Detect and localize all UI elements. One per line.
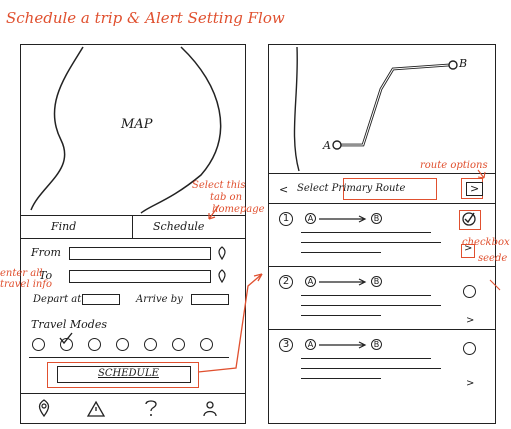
right-phone-screen: A B < Select Primary Route > 1 A B > 2 A…	[268, 44, 496, 424]
route-3-to: B	[371, 339, 382, 350]
tabs-separator	[132, 216, 133, 238]
alert-triangle-icon[interactable]	[86, 400, 106, 417]
route-1-index: 1	[279, 212, 293, 226]
enter-info-note-line1: enter all	[0, 268, 43, 279]
tabs-bottom-divider	[21, 238, 245, 239]
checkbox-note: checkbox	[462, 237, 510, 248]
see-details-arrow	[489, 279, 501, 291]
from-location-icon[interactable]	[217, 246, 227, 261]
route-3-checkbox[interactable]	[463, 342, 476, 355]
route-3-detail-line-1	[301, 358, 431, 359]
see-details-note: seede	[478, 253, 508, 264]
route-option-3[interactable]: 3 A B >	[269, 330, 495, 392]
from-label: From	[31, 246, 61, 259]
schedule-button-label: SCHEDULE	[98, 368, 159, 379]
tab-schedule-label: Schedule	[153, 220, 205, 233]
map-outline	[30, 46, 222, 214]
route-3-arrow-icon	[319, 341, 367, 349]
route-map	[293, 46, 458, 172]
bottom-nav-divider	[21, 393, 245, 394]
travel-mode-option-4[interactable]	[116, 338, 129, 351]
route-option-1[interactable]: 1 A B >	[269, 204, 495, 266]
travel-mode-2-checkmark-icon	[59, 332, 73, 345]
select-tab-note-line3: homepage	[212, 204, 265, 215]
primary-route-title-box	[343, 178, 437, 200]
route-1-detail-line-2	[301, 242, 441, 243]
tab-find[interactable]: Find	[21, 216, 132, 238]
tabs-top-divider	[21, 215, 245, 216]
route-header-title: Select Primary Route	[297, 183, 406, 194]
route-1-from: A	[305, 213, 316, 224]
route-3-index: 3	[279, 338, 293, 352]
travel-mode-option-6[interactable]	[172, 338, 185, 351]
arrive-label: Arrive by	[136, 294, 183, 305]
route-3-details-chevron[interactable]: >	[466, 378, 475, 389]
from-input[interactable]	[69, 247, 211, 260]
route-3-detail-line-3	[301, 378, 381, 379]
route-2-from: A	[305, 276, 316, 287]
depart-label: Depart at	[33, 294, 82, 305]
travel-modes-underline	[29, 357, 229, 358]
route-3-detail-line-2	[301, 368, 441, 369]
travel-mode-option-3[interactable]	[88, 338, 101, 351]
schedule-button-highlight	[47, 362, 199, 388]
route-1-details-chevron[interactable]: >	[464, 243, 473, 254]
arrive-input[interactable]	[191, 294, 229, 305]
travel-mode-option-7[interactable]	[200, 338, 213, 351]
diagram-title: Schedule a trip & Alert Setting Flow	[6, 9, 285, 27]
depart-input[interactable]	[82, 294, 120, 305]
flow-arrow-schedule-to-routes	[197, 273, 263, 373]
route-options-note: route options	[420, 160, 488, 171]
route-2-checkbox[interactable]	[463, 285, 476, 298]
route-2-to: B	[371, 276, 382, 287]
tab-find-label: Find	[51, 220, 77, 233]
map-point-a: A	[323, 139, 331, 152]
help-icon[interactable]	[143, 399, 159, 417]
profile-icon[interactable]	[203, 401, 217, 417]
route-2-details-chevron[interactable]: >	[466, 315, 475, 326]
travel-mode-option-1[interactable]	[32, 338, 45, 351]
travel-mode-option-5[interactable]	[144, 338, 157, 351]
back-button[interactable]: <	[279, 183, 289, 196]
route-1-arrow-icon	[319, 215, 367, 223]
left-phone-screen: MAP Find Schedule From To Depart at Arri…	[20, 44, 246, 424]
to-input[interactable]	[69, 270, 211, 283]
route-1-to: B	[371, 213, 382, 224]
tab-schedule[interactable]: Schedule	[133, 216, 245, 238]
select-tab-note-line1: Select this	[192, 180, 246, 191]
travel-mode-option-2[interactable]	[60, 338, 73, 351]
route-option-2[interactable]: 2 A B >	[269, 267, 495, 329]
route-1-checkbox-highlight	[459, 210, 481, 230]
route-options-arrow	[477, 169, 486, 179]
route-1-details-highlight	[461, 244, 475, 258]
location-pin-icon[interactable]	[37, 399, 51, 418]
to-location-icon[interactable]	[217, 269, 227, 284]
schedule-button[interactable]: SCHEDULE	[57, 366, 191, 383]
select-tab-note-line2: tab on	[210, 192, 243, 203]
route-divider-1	[269, 266, 495, 267]
route-options-button[interactable]: >	[466, 182, 484, 196]
select-tab-arrow	[208, 204, 220, 220]
route-2-detail-line-2	[301, 305, 441, 306]
route-3-from: A	[305, 339, 316, 350]
route-2-detail-line-1	[301, 295, 431, 296]
route-2-detail-line-3	[301, 315, 381, 316]
route-1-detail-line-3	[301, 252, 381, 253]
route-2-index: 2	[279, 275, 293, 289]
route-divider-2	[269, 329, 495, 330]
route-1-checkbox-checked-icon[interactable]	[462, 212, 476, 226]
route-header-bottom-divider	[269, 203, 495, 204]
map-label: MAP	[121, 117, 153, 132]
map-point-b: B	[459, 57, 468, 70]
route-header-top-divider	[269, 173, 495, 174]
travel-modes-label: Travel Modes	[31, 318, 107, 331]
to-label: To	[39, 269, 53, 282]
enter-info-note-line2: travel info	[0, 279, 53, 290]
map-area: MAP	[21, 45, 245, 215]
route-2-arrow-icon	[319, 278, 367, 286]
route-1-detail-line-1	[301, 232, 431, 233]
